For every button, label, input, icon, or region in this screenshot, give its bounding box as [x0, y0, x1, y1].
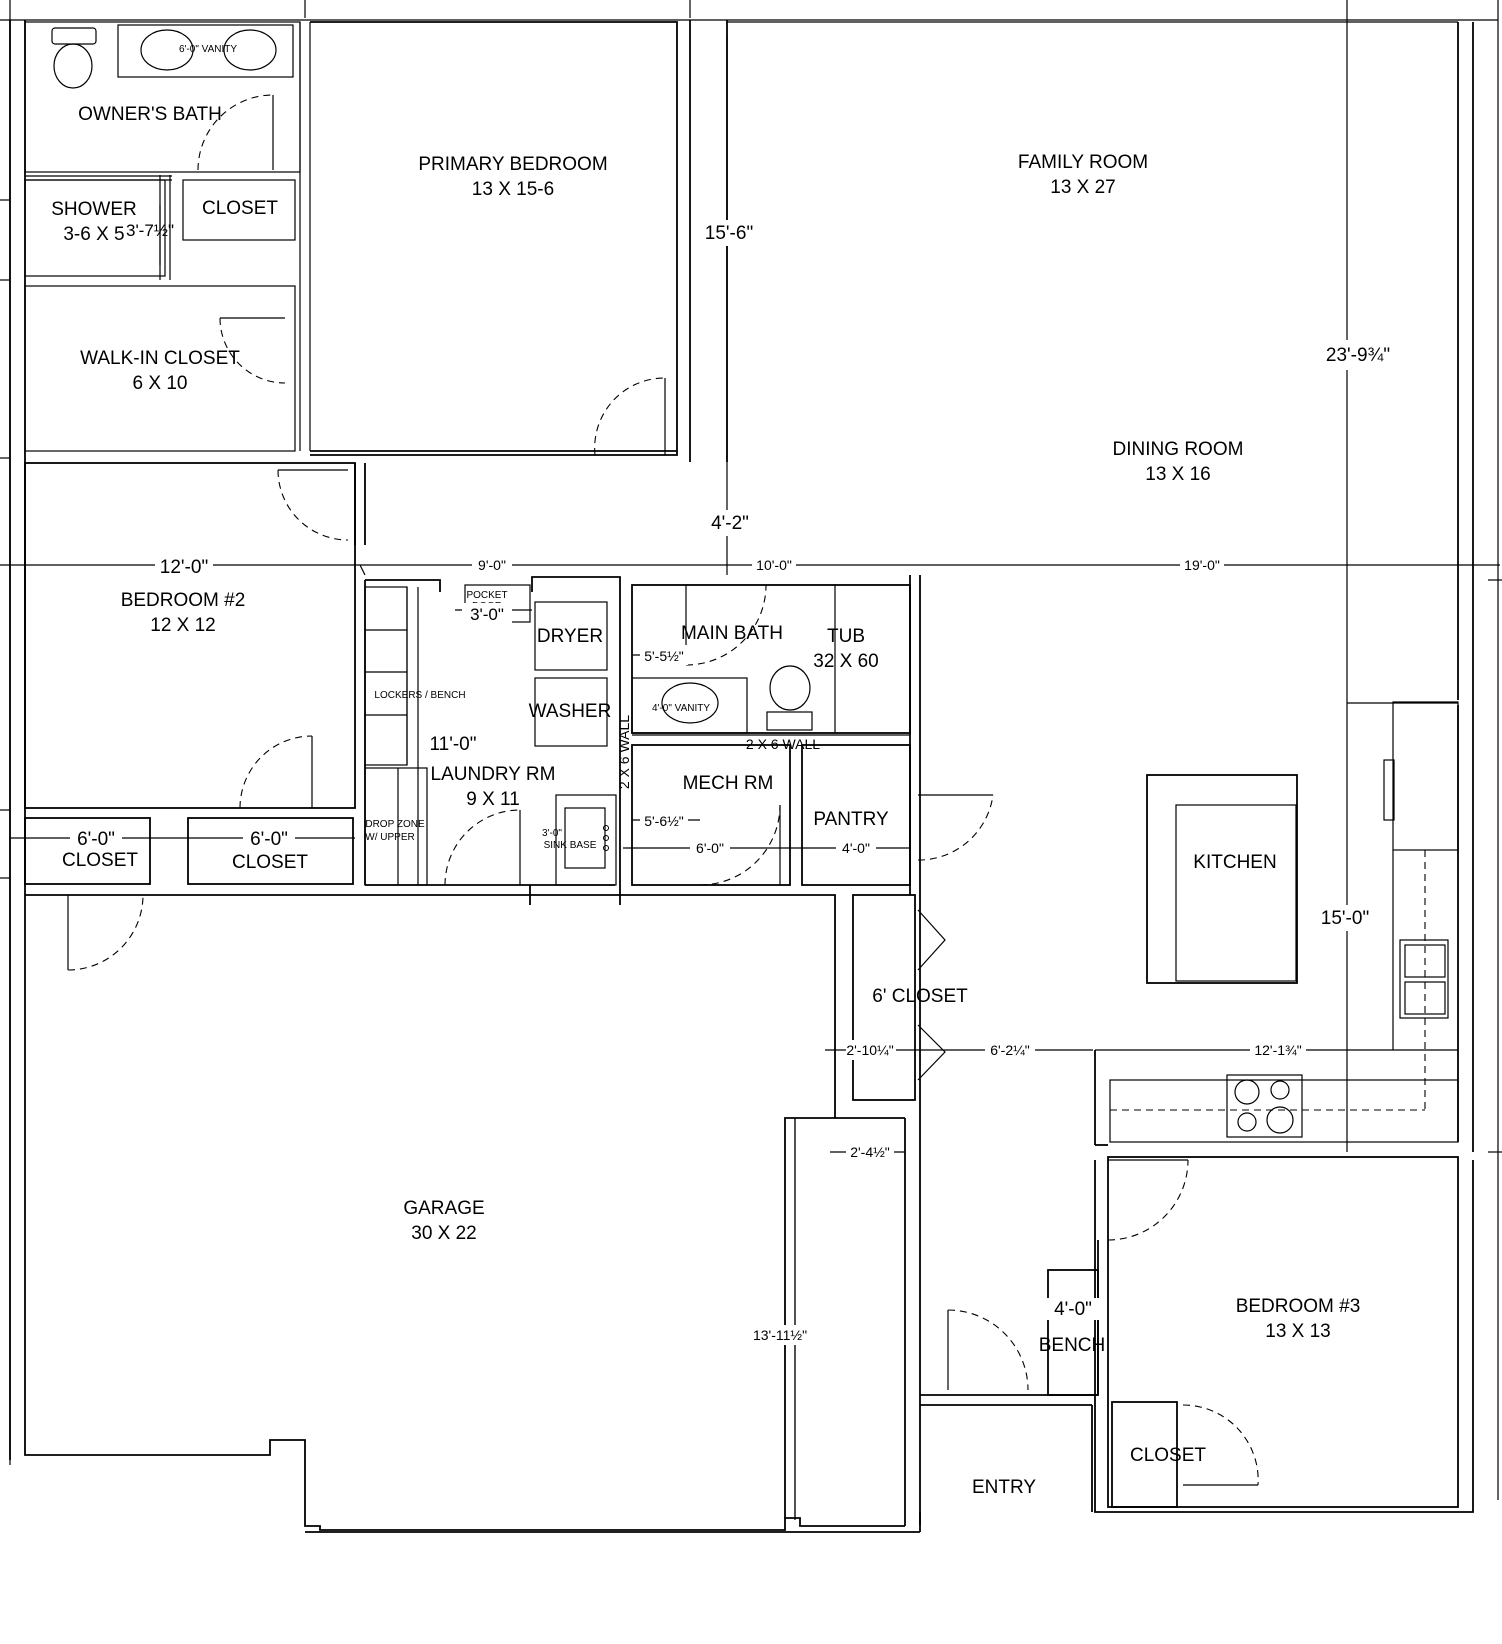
dim-10-0: 10'-0": [756, 557, 792, 573]
dim-15-6: 15'-6": [705, 223, 753, 244]
family-dining: [727, 0, 1458, 1152]
laundry-size-label: 9 X 11: [466, 789, 520, 810]
primary-bedroom: [310, 20, 728, 462]
vanity-6-label: 6'-0" VANITY: [179, 44, 237, 55]
dim-12-0: 12'-0": [160, 557, 208, 578]
exterior-walls: [9, 20, 1474, 1533]
primary-bedroom-label: PRIMARY BEDROOM: [418, 154, 607, 175]
laundry-label: LAUNDRY RM: [431, 764, 556, 785]
dim-9-0: 9'-0": [478, 557, 506, 573]
garage-label: GARAGE: [403, 1198, 484, 1219]
family-size-label: 13 X 27: [1050, 177, 1116, 198]
sink-base-dim-label: 3'-0": [542, 828, 562, 839]
dim-6-2: 6'-2¼": [990, 1042, 1030, 1058]
garage-size-label: 30 X 22: [411, 1223, 477, 1244]
tub-size-label: 32 X 60: [813, 651, 879, 672]
mech-rm-label: MECH RM: [683, 773, 774, 794]
primary-size-label: 13 X 15-6: [472, 179, 554, 200]
dim-4-2: 4'-2": [711, 513, 749, 534]
six-foot-closet: [852, 894, 946, 1101]
closet-b2a-label: CLOSET: [62, 850, 138, 871]
walkin-closet-label: WALK-IN CLOSET: [80, 348, 240, 369]
pocket-door-label: POCKET: [466, 590, 507, 601]
owners-closet-label: CLOSET: [202, 198, 278, 219]
six-closet-label: 6' CLOSET: [872, 986, 968, 1007]
tub-label: TUB: [827, 626, 865, 647]
owners-suite: [24, 21, 311, 452]
dining-room-label: DINING ROOM: [1113, 439, 1244, 460]
walkin-size-label: 6 X 10: [133, 373, 188, 394]
family-room-label: FAMILY ROOM: [1018, 152, 1148, 173]
dim-19-0: 19'-0": [1184, 557, 1220, 573]
lockers-label: LOCKERS / BENCH: [374, 690, 465, 701]
dim-5-6: 5'-6½": [644, 813, 684, 829]
sink-base-label: SINK BASE: [544, 840, 597, 851]
shower-size-label: 3-6 X 5: [63, 224, 124, 245]
dim-6-0-a: 6'-0": [77, 829, 115, 850]
dryer-label: DRYER: [537, 626, 603, 647]
bench-label: BENCH: [1039, 1335, 1106, 1356]
entry-label: ENTRY: [972, 1477, 1036, 1498]
dim-23-9: 23'-9¾": [1326, 345, 1390, 366]
drop-zone-label: DROP ZONE: [365, 819, 425, 830]
dim-6-0-b: 6'-0": [250, 829, 288, 850]
bedroom3-label: BEDROOM #3: [1236, 1296, 1361, 1317]
closet-b3-label: CLOSET: [1130, 1445, 1206, 1466]
shower-dim-label: 3'-7½": [126, 221, 174, 240]
dining-size-label: 13 X 16: [1145, 464, 1211, 485]
bedroom2-label: BEDROOM #2: [121, 590, 246, 611]
dim-2-4: 2'-4½": [850, 1144, 890, 1160]
pantry-label: PANTRY: [813, 809, 889, 830]
shower-label: SHOWER: [51, 199, 137, 220]
kitchen: [1094, 701, 1459, 1145]
wall-2x6-vertical-label: 2 X 6 WALL: [616, 715, 632, 789]
dim-5-5: 5'-5½": [644, 648, 684, 664]
main-bath-label: MAIN BATH: [681, 623, 783, 644]
dim-12-1: 12'-1¾": [1254, 1042, 1301, 1058]
dim-4-0-pantry: 4'-0": [842, 840, 870, 856]
vanity-4-label: 4'-0" VANITY: [652, 703, 710, 714]
room-labels: 6'-0" VANITY OWNER'S BATH SHOWER 3-6 X 5…: [51, 44, 1360, 1498]
closet-b2b-label: CLOSET: [232, 852, 308, 873]
bedroom3-size-label: 13 X 13: [1265, 1321, 1331, 1342]
owners-bath-label: OWNER'S BATH: [78, 104, 222, 125]
dim-3-0: 3'-0": [470, 605, 504, 624]
dim-11-0: 11'-0": [430, 734, 477, 755]
dim-2-10: 2'-10¼": [846, 1042, 893, 1058]
bath-mech-pantry: [631, 575, 994, 1525]
bedroom-3-entry: [920, 1144, 1459, 1512]
washer-label: WASHER: [529, 701, 612, 722]
dim-6-0-mech: 6'-0": [696, 840, 724, 856]
dim-13-11: 13'-11½": [753, 1327, 807, 1343]
drop-zone-label-2: W/ UPPER: [365, 832, 414, 843]
bedroom-2: [24, 462, 366, 971]
dim-15-0: 15'-0": [1321, 908, 1369, 929]
kitchen-label: KITCHEN: [1193, 852, 1276, 873]
dim-4-0-bench: 4'-0": [1054, 1299, 1092, 1320]
dimension-labels: 15'-6" 23'-9¾" 4'-2" 12'-0" 9'-0" 10'-0"…: [70, 220, 1398, 1345]
bedroom2-size-label: 12 X 12: [150, 615, 216, 636]
wall-2x6-horizontal-label: 2 X 6 WALL: [746, 736, 820, 752]
